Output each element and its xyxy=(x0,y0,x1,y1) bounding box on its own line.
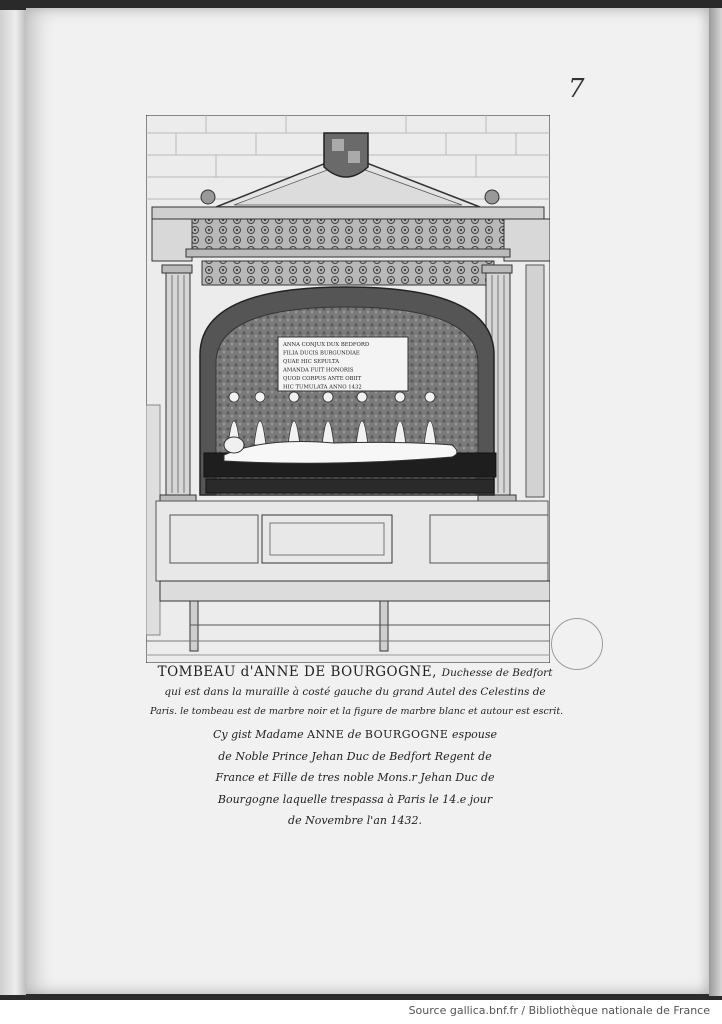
epitaph-line: Cy gist Madame ANNE de BOURGOGNE espouse xyxy=(150,724,560,746)
epitaph-text: de xyxy=(344,728,365,741)
left-page-edge xyxy=(0,10,26,995)
epitaph-text: Cy gist Madame xyxy=(212,728,308,741)
tomb-illustration: ANNA CONJUX DUX BEDFORD FILIA DUCIS BURG… xyxy=(146,115,550,663)
inscription-line: HIC TUMULATA ANNO 1432 xyxy=(283,385,362,391)
caption-line-2: Paris. le tombeau est de marbre noir et … xyxy=(150,706,564,717)
caption-title-main: TOMBEAU d'ANNE DE BOURGOGNE, xyxy=(157,664,437,680)
book-scan: 7 xyxy=(0,0,722,1000)
footer-bar xyxy=(0,1000,722,1024)
library-stamp xyxy=(551,618,603,670)
inscription-line: QUOD CORPUS ANTE OBIIT xyxy=(283,376,362,382)
caption-title-sub: Duchesse de Bedfort xyxy=(441,667,553,679)
epitaph-line: France et Fille de tres noble Mons.r Jeh… xyxy=(215,771,495,784)
epitaph-caps: ANNE xyxy=(307,728,345,741)
source-credit: Source gallica.bnf.fr / Bibliothèque nat… xyxy=(408,1004,710,1017)
epitaph: Cy gist Madame ANNE de BOURGOGNE espouse… xyxy=(150,724,560,832)
caption-block: TOMBEAU d'ANNE DE BOURGOGNE, Duchesse de… xyxy=(150,664,564,832)
inscription-line: AMANDA FUIT HONORIS xyxy=(282,368,354,374)
caption-title: TOMBEAU d'ANNE DE BOURGOGNE, Duchesse de… xyxy=(150,664,560,680)
epitaph-line: de Noble Prince Jehan Duc de Bedfort Reg… xyxy=(218,749,492,763)
page-number: 7 xyxy=(568,74,585,104)
epitaph-caps: BOURGOGNE xyxy=(364,728,449,741)
epitaph-text: espouse xyxy=(448,728,498,741)
epitaph-line: de Novembre l'an 1432. xyxy=(288,814,422,827)
tomb-drawing: ANNA CONJUX DUX BEDFORD FILIA DUCIS BURG… xyxy=(146,115,550,663)
inscription-line: QUAE HIC SEPULTA xyxy=(283,359,339,365)
inscription-line: FILIA DUCIS BURGUNDIAE xyxy=(283,351,360,357)
caption-line-1: qui est dans la muraille à costé gauche … xyxy=(164,686,546,698)
epitaph-line: Bourgogne laquelle trespassa à Paris le … xyxy=(217,792,493,806)
inscription-line: ANNA CONJUX DUX BEDFORD xyxy=(282,342,369,348)
right-page-edge xyxy=(709,8,722,996)
